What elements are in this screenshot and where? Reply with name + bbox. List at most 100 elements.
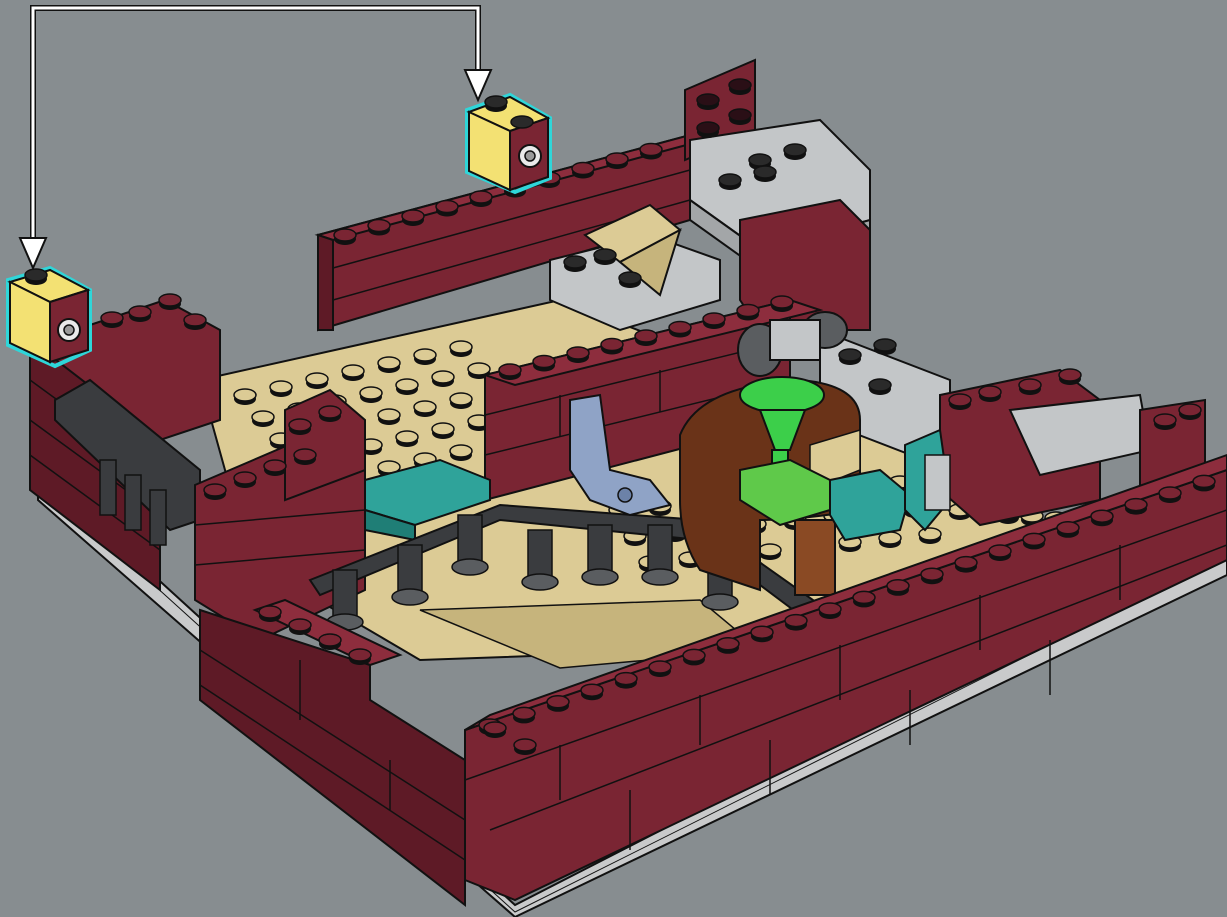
stud [294,449,316,461]
highlighted-brick-icon [8,268,90,366]
stud [514,739,536,751]
stud [349,649,371,661]
stud [184,314,206,326]
stud [396,379,418,391]
stud [1125,499,1147,511]
stud [979,386,1001,398]
stud [319,634,341,646]
stud [949,394,971,406]
stud [334,229,356,241]
stud [378,357,400,369]
stud [819,603,841,615]
stud [717,638,739,650]
stud [396,431,418,443]
stud [649,661,671,673]
stud [1091,510,1113,522]
stud [368,220,390,232]
stud [129,306,151,318]
stud [729,79,751,91]
stud [619,272,641,284]
stud [468,363,490,375]
stud [1019,379,1041,391]
stud [450,445,472,457]
fence-post-base [582,569,618,585]
stud [839,349,861,361]
fence-post [398,545,422,595]
stud [513,707,535,719]
stud [342,365,364,377]
stud [159,294,181,306]
fence-post [588,525,612,575]
stud [450,393,472,405]
stud [432,423,454,435]
fence-post [333,570,357,620]
fence-post-base [522,574,558,590]
stud [669,322,691,334]
stud [414,401,436,413]
stud [594,249,616,261]
stud [697,122,719,134]
stud [1179,404,1201,416]
stud [204,484,226,496]
stud [606,153,628,165]
stud [697,94,719,106]
stud [101,312,123,324]
stud [234,472,256,484]
stud [919,528,941,540]
stud [547,696,569,708]
stud [615,673,637,685]
stud [887,580,909,592]
stud [533,356,555,368]
stud [921,568,943,580]
stud [729,109,751,121]
stud [436,201,458,213]
fence-post-base [392,589,428,605]
stud [1154,414,1176,426]
stud [785,615,807,627]
stud [751,626,773,638]
stud [567,347,589,359]
stud [754,166,776,178]
fence-post-base [452,559,488,575]
highlighted-brick-right [467,95,550,192]
placement-arrow-icon [20,238,46,268]
stud [470,191,492,203]
stud [259,606,281,618]
stud [640,144,662,156]
stud [869,379,891,391]
stud [360,387,382,399]
stud [703,313,725,325]
stud [252,411,274,423]
stud [955,557,977,569]
stud [601,339,623,351]
stud [1159,487,1181,499]
stud [484,722,506,734]
stud [564,256,586,268]
stud [1023,533,1045,545]
fence-post [528,530,552,580]
stud [289,419,311,431]
stud [306,373,328,385]
stud [289,619,311,631]
stud [853,591,875,603]
highlighted-brick-icon [467,95,550,192]
stud [432,371,454,383]
stud [270,381,292,393]
stud [450,341,472,353]
stud [749,154,771,166]
stud [874,339,896,351]
stud [683,649,705,661]
stud [737,305,759,317]
stud [414,349,436,361]
fence-post [648,525,672,575]
fence-post [458,515,482,565]
stud [1193,475,1215,487]
stud [771,296,793,308]
stud [784,144,806,156]
highlighted-brick-left [8,268,90,366]
placement-arrow-icon [465,70,491,100]
stud [572,163,594,175]
stud [719,174,741,186]
